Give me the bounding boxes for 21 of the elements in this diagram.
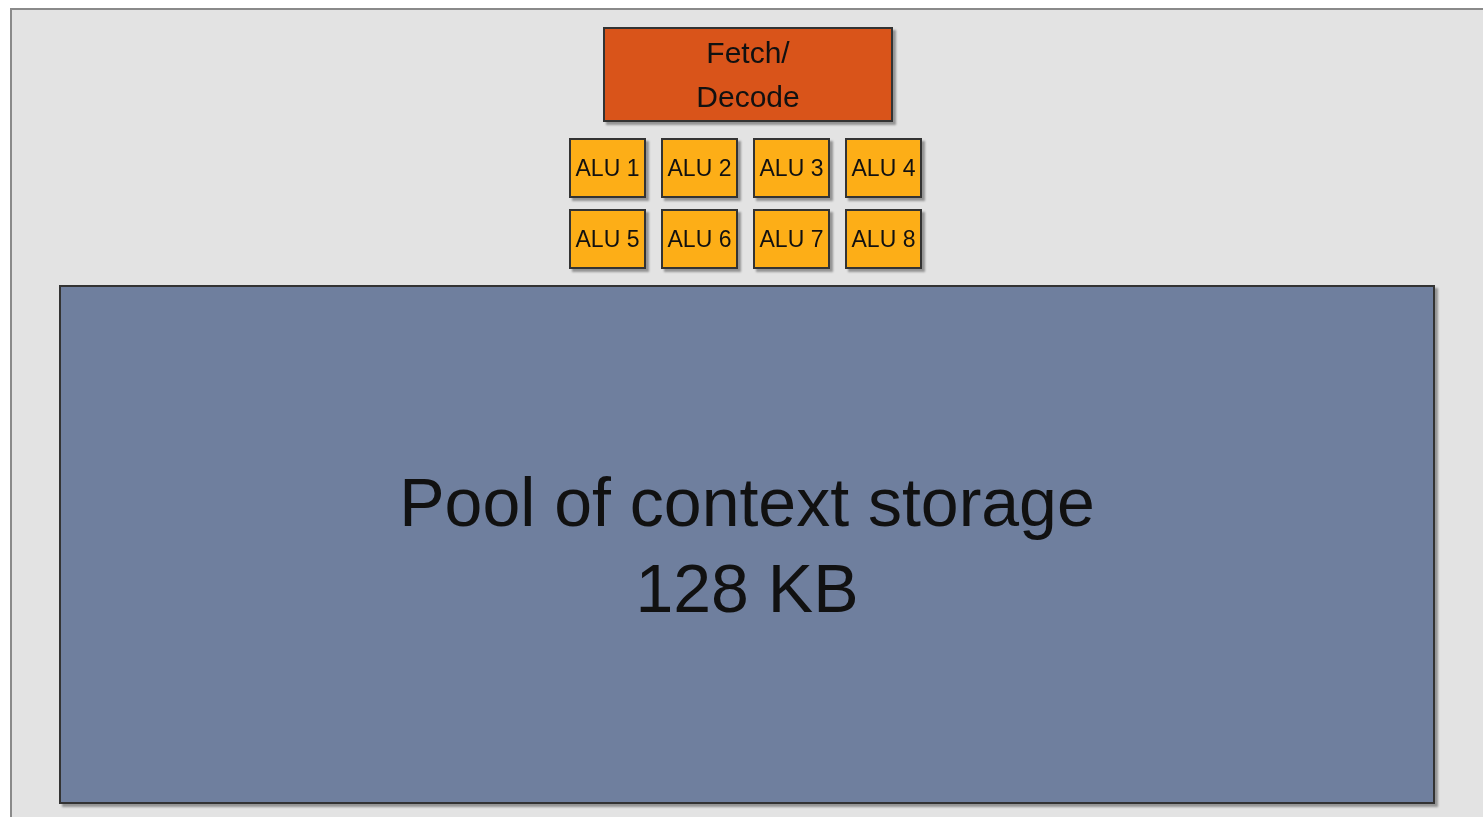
node-label: ALU 1	[575, 154, 640, 182]
node-label: ALU 7	[759, 225, 824, 253]
node-label: ALU 8	[851, 225, 916, 253]
storage-block	[59, 285, 1435, 804]
alu-box	[569, 138, 646, 198]
node-label: Fetch/ Decode	[695, 34, 801, 115]
node-label: ALU 3	[759, 154, 824, 182]
alu-box	[753, 209, 830, 269]
alu-box	[753, 138, 830, 198]
alu-box	[845, 209, 922, 269]
alu-box	[845, 138, 922, 198]
node-label: ALU 6	[667, 225, 732, 253]
node-label: ALU 4	[851, 154, 916, 182]
alu-box	[569, 209, 646, 269]
alu-box	[661, 138, 738, 198]
node-label: 128 KB	[635, 548, 859, 628]
node-label: ALU 5	[575, 225, 640, 253]
node-label: ALU 2	[667, 154, 732, 182]
alu-box	[661, 209, 738, 269]
fetch-decode-box	[603, 27, 893, 122]
node-label: Pool of context storage	[399, 462, 1095, 542]
